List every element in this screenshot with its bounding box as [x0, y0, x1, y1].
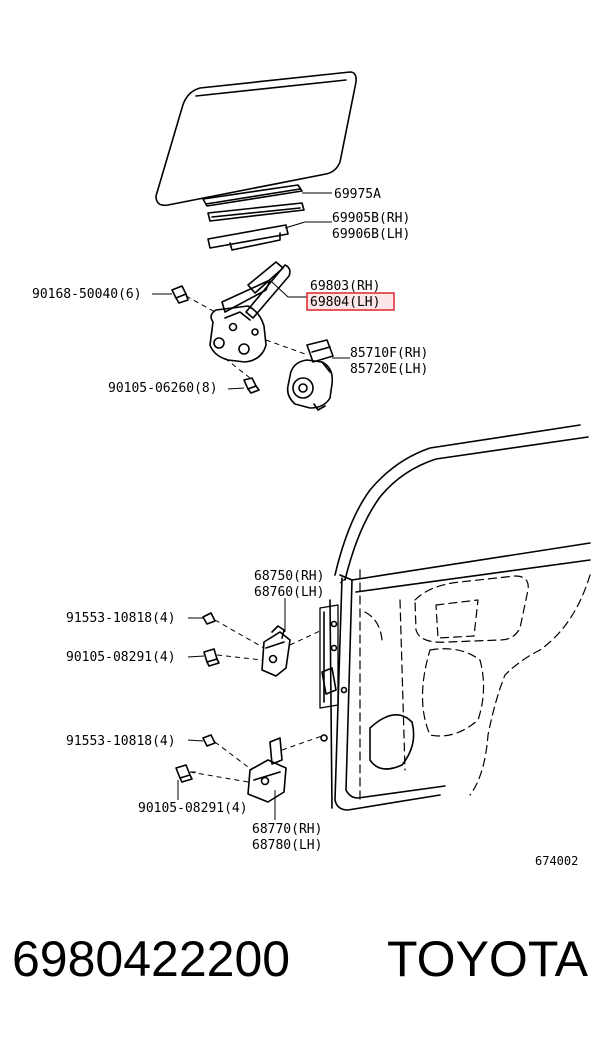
label-68770[interactable]: 68770(RH) — [252, 822, 322, 837]
label-85720E[interactable]: 85720E(LH) — [350, 362, 428, 377]
bolt-91553-upper — [202, 612, 216, 625]
label-68750[interactable]: 68750(RH) — [254, 569, 324, 584]
brand-name: TOYOTA — [387, 931, 588, 987]
door-glass — [155, 71, 357, 207]
label-85710F[interactable]: 85710F(RH) — [350, 346, 428, 361]
label-90105-lower[interactable]: 90105-08291(4) — [138, 801, 248, 816]
bolt-90168 — [171, 285, 189, 304]
door-inner-panel — [359, 569, 591, 801]
highlight-box — [306, 292, 395, 311]
part-footer: 6980422200 TOYOTA — [0, 930, 600, 1020]
label-68760[interactable]: 68760(LH) — [254, 585, 324, 600]
upper-door-hinge — [261, 625, 291, 677]
label-69975A[interactable]: 69975A — [334, 187, 381, 202]
window-regulator — [209, 261, 291, 363]
label-90168[interactable]: 90168-50040(6) — [32, 287, 142, 302]
glass-channel-69975A — [202, 184, 303, 207]
label-68780[interactable]: 68780(LH) — [252, 838, 322, 853]
bolt-91553-lower — [202, 734, 216, 747]
label-90105-upper[interactable]: 90105-08291(4) — [66, 650, 176, 665]
label-69906B[interactable]: 69906B(LH) — [332, 227, 410, 242]
window-regulator-motor — [286, 339, 334, 411]
glass-channel-69906B — [207, 224, 289, 251]
label-91553-upper[interactable]: 91553-10818(4) — [66, 611, 176, 626]
dashed-guides — [185, 295, 323, 783]
bolt-90105-lower — [175, 764, 193, 783]
leader-lines — [152, 192, 350, 820]
label-91553-lower[interactable]: 91553-10818(4) — [66, 734, 176, 749]
label-69804[interactable]: 69804(LH) — [310, 295, 380, 310]
label-90105-06260[interactable]: 90105-06260(8) — [108, 381, 218, 396]
label-69905B[interactable]: 69905B(RH) — [332, 211, 410, 226]
rear-door — [319, 424, 591, 811]
door-lower-recess — [320, 620, 415, 770]
part-labels: 69975A 69905B(RH) 69906B(LH) 90168-50040… — [32, 187, 578, 868]
label-69803[interactable]: 69803(RH) — [310, 279, 380, 294]
figure-number: 674002 — [535, 854, 578, 868]
bolt-90105-upper — [203, 648, 220, 667]
part-number: 6980422200 — [12, 931, 291, 987]
parts-diagram: 69975A 69905B(RH) 69906B(LH) 90168-50040… — [32, 71, 591, 868]
glass-channel-69905B — [207, 202, 305, 222]
lower-door-hinge — [247, 737, 287, 803]
bolt-90105-06260 — [243, 377, 260, 394]
